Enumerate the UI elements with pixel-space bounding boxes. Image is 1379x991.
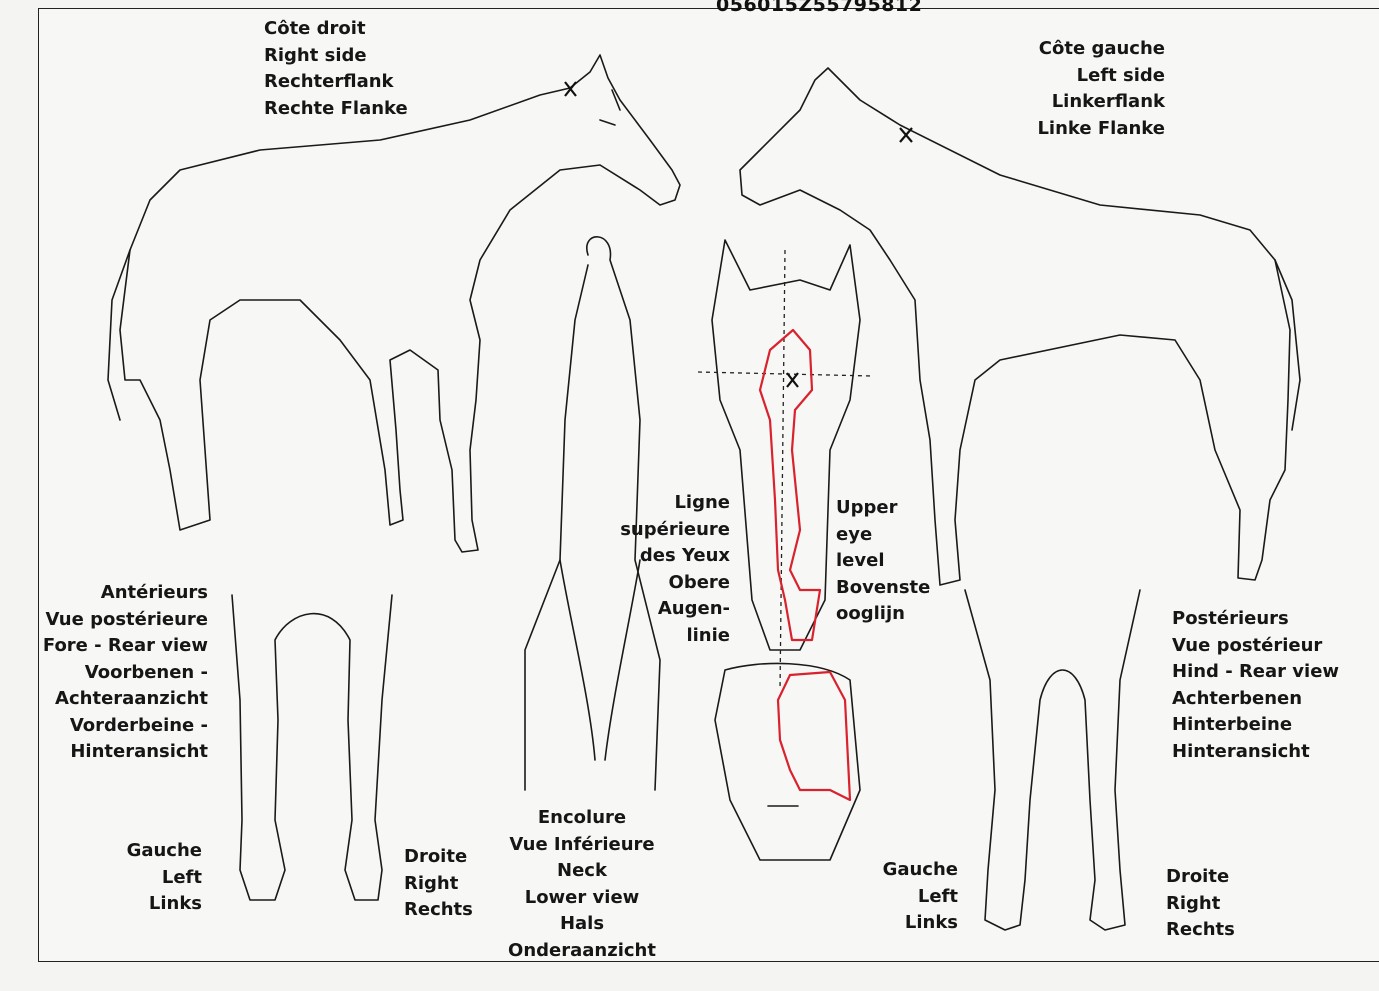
hind-legs-label-line: Hinterbeine: [1172, 712, 1339, 739]
fore-right-label-line: Right: [404, 871, 473, 898]
hind-right-label: Droite Right Rechts: [1166, 864, 1235, 944]
neck-label: Encolure Vue Inférieure Neck Lower view …: [500, 805, 664, 964]
fore-legs-label-line: Vue postérieure: [40, 607, 208, 634]
hind-legs-label-line: Hind - Rear view: [1172, 659, 1339, 686]
fore-left-label: Gauche Left Links: [110, 838, 202, 918]
fore-right-label-line: Droite: [404, 844, 473, 871]
left-side-label-line: Left side: [1000, 63, 1165, 90]
hind-legs-label-line: Hinteransicht: [1172, 739, 1339, 766]
hind-legs-label: Postérieurs Vue postérieur Hind - Rear v…: [1172, 606, 1339, 765]
neck-label-line: Neck: [500, 858, 664, 885]
fore-left-label-line: Left: [110, 865, 202, 892]
eye-level-label-line: linie: [620, 623, 730, 650]
right-side-label-line: Rechte Flanke: [264, 96, 408, 123]
neck-label-line: Lower view: [500, 885, 664, 912]
eye-level-label-fr-de: Ligne supérieure des Yeux Obere Augen- l…: [620, 490, 730, 649]
eye-level-label-line: supérieure: [620, 517, 730, 544]
fore-right-label: Droite Right Rechts: [404, 844, 473, 924]
right-side-label-line: Right side: [264, 43, 408, 70]
left-side-label-line: Linke Flanke: [1000, 116, 1165, 143]
eye-level-label-line: Augen-: [620, 596, 730, 623]
hind-left-label-line: Gauche: [862, 857, 958, 884]
fore-left-label-line: Links: [110, 891, 202, 918]
neck-label-line: Onderaanzicht: [500, 938, 664, 965]
hind-right-label-line: Rechts: [1166, 917, 1235, 944]
whorl-mark-face: [787, 373, 798, 387]
hind-legs-label-line: Achterbenen: [1172, 686, 1339, 713]
eye-level-label-line: Obere: [620, 570, 730, 597]
fore-right-label-line: Rechts: [404, 897, 473, 924]
snip-marking: [778, 672, 850, 800]
hind-legs-rear-view-outline: [965, 590, 1140, 930]
hind-right-label-line: Right: [1166, 891, 1235, 918]
hind-right-label-line: Droite: [1166, 864, 1235, 891]
fore-legs-rear-view-outline: [232, 595, 392, 900]
fore-left-label-line: Gauche: [110, 838, 202, 865]
left-side-label-line: Côte gauche: [1000, 36, 1165, 63]
eye-level-guide: [698, 372, 872, 376]
fore-legs-label-line: Antérieurs: [40, 580, 208, 607]
eye-level-label-en-nl: Upper eye level Bovenste ooglijn: [836, 495, 930, 628]
eye-level-label-line: level: [836, 548, 930, 575]
left-side-horse-outline: [740, 68, 1300, 585]
right-side-label-line: Côte droit: [264, 16, 408, 43]
fore-legs-label-line: Voorbenen -: [40, 660, 208, 687]
left-side-label-line: Linkerflank: [1000, 89, 1165, 116]
eye-level-label-line: ooglijn: [836, 601, 930, 628]
fore-legs-label-line: Achteraanzicht: [40, 686, 208, 713]
left-side-label: Côte gauche Left side Linkerflank Linke …: [1000, 36, 1165, 142]
fore-legs-label-line: Fore - Rear view: [40, 633, 208, 660]
hind-left-label: Gauche Left Links: [862, 857, 958, 937]
whorl-mark-left: [900, 128, 912, 142]
hind-left-label-line: Left: [862, 884, 958, 911]
hind-legs-label-line: Postérieurs: [1172, 606, 1339, 633]
midline-guide: [780, 250, 785, 690]
right-side-label-line: Rechterflank: [264, 69, 408, 96]
hind-legs-label-line: Vue postérieur: [1172, 633, 1339, 660]
hind-left-label-line: Links: [862, 910, 958, 937]
neck-label-line: Hals: [500, 911, 664, 938]
fore-legs-label-line: Vorderbeine -: [40, 713, 208, 740]
eye-level-label-line: eye: [836, 522, 930, 549]
right-side-horse-outline: [108, 55, 680, 552]
eye-level-label-line: Upper: [836, 495, 930, 522]
neck-label-line: Encolure: [500, 805, 664, 832]
neck-label-line: Vue Inférieure: [500, 832, 664, 859]
fore-legs-label-line: Hinteransicht: [40, 739, 208, 766]
eye-level-label-line: des Yeux: [620, 543, 730, 570]
eye-level-label-line: Bovenste: [836, 575, 930, 602]
fore-legs-label: Antérieurs Vue postérieure Fore - Rear v…: [40, 580, 208, 766]
right-side-label: Côte droit Right side Rechterflank Recht…: [264, 16, 408, 122]
eye-level-label-line: Ligne: [620, 490, 730, 517]
